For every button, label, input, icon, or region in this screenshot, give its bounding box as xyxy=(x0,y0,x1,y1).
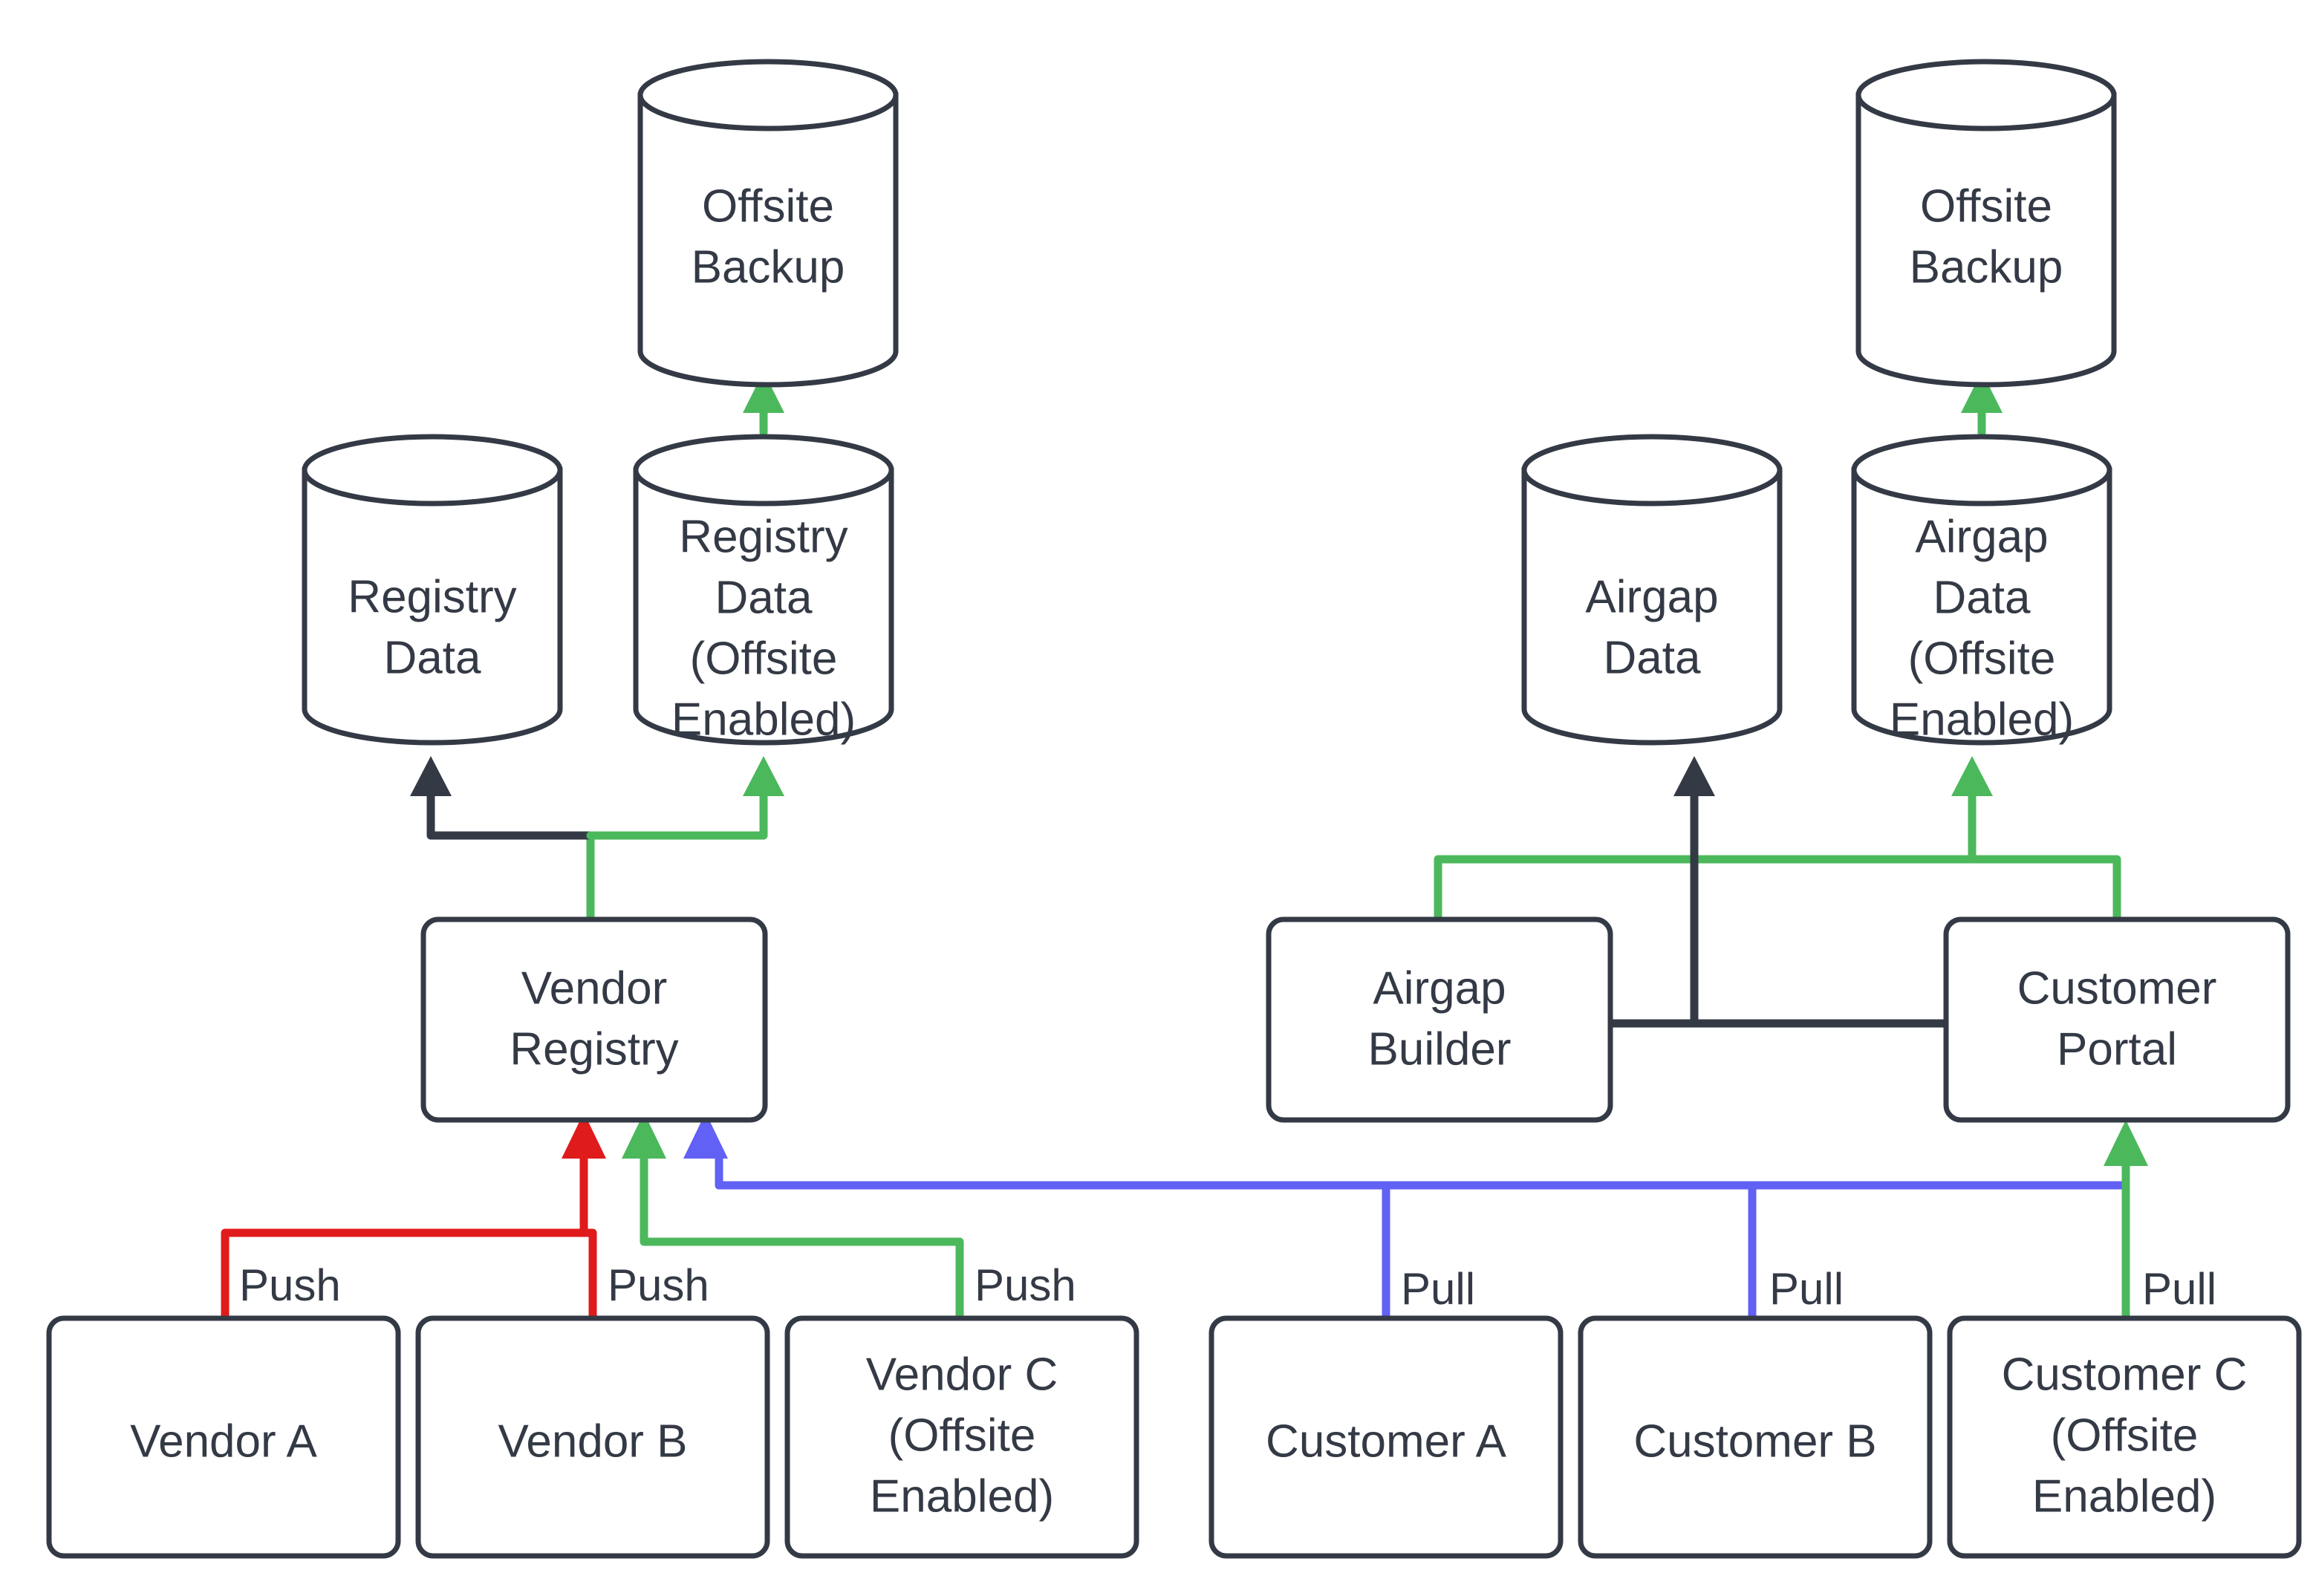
node-label: (Offsite xyxy=(1908,633,2056,684)
node-vendor-a[interactable]: Vendor A xyxy=(46,1315,401,1559)
node-vendor-c[interactable]: Vendor C (Offsite Enabled) xyxy=(784,1315,1139,1559)
node-label: Registry xyxy=(679,511,848,562)
edge-label-text: Push xyxy=(239,1260,341,1310)
edge-registry-data-offsite-to-offsite-backup xyxy=(743,371,784,437)
node-label: Registry xyxy=(510,1023,678,1075)
edge-customer-portal-to-airgap-data xyxy=(1606,756,1951,1028)
node-vendor-b[interactable]: Vendor B xyxy=(415,1315,770,1559)
node-airgap-builder[interactable]: Airgap Builder xyxy=(1266,916,1613,1123)
node-label: Enabled) xyxy=(870,1470,1054,1522)
node-label: Backup xyxy=(692,241,845,293)
node-airgap-data[interactable]: Airgap Data xyxy=(1521,434,1783,746)
node-label: Data xyxy=(715,572,813,623)
node-label: Customer B xyxy=(1633,1416,1876,1467)
node-label: Offsite xyxy=(1920,180,2052,232)
edge-label-text: Push xyxy=(608,1260,709,1310)
node-label: Enabled) xyxy=(1890,694,2074,745)
node-label: Customer A xyxy=(1266,1416,1507,1467)
node-label: (Offsite xyxy=(2051,1410,2199,1461)
node-label: (Offsite xyxy=(888,1410,1036,1461)
node-label: Offsite xyxy=(702,180,834,232)
node-offsite-backup-right[interactable]: Offsite Backup xyxy=(1855,59,2117,388)
node-label: Customer C xyxy=(2002,1349,2248,1400)
edge-airgap-data-offsite-to-offsite-backup xyxy=(1961,371,2003,437)
edge-vendor-registry-to-registry-data-offsite xyxy=(586,756,784,840)
node-customer-a[interactable]: Customer A xyxy=(1208,1315,1564,1559)
edge-vendor-b-to-vendor-registry xyxy=(579,1228,597,1323)
node-label: Airgap xyxy=(1915,511,2048,562)
edge-vendor-registry-to-registry-data xyxy=(410,756,595,924)
edge-label-push-b: Push xyxy=(608,1260,709,1310)
edge-label-text: Pull xyxy=(1769,1264,1844,1314)
node-offsite-backup-left[interactable]: Offsite Backup xyxy=(637,59,899,388)
node-label: Data xyxy=(384,632,481,683)
edge-customer-portal-to-airgap-data-offsite xyxy=(1968,855,2121,924)
edge-label-pull-a: Pull xyxy=(1401,1264,1475,1314)
node-label: (Offsite xyxy=(690,633,838,684)
node-label: Data xyxy=(1933,572,2031,623)
node-label: Vendor A xyxy=(130,1416,317,1467)
node-label: Enabled) xyxy=(671,694,856,745)
node-registry-data-offsite[interactable]: Registry Data (Offsite Enabled) xyxy=(633,434,894,746)
node-customer-c[interactable]: Customer C (Offsite Enabled) xyxy=(1947,1315,2302,1559)
node-customer-portal[interactable]: Customer Portal xyxy=(1943,916,2291,1123)
edge-label-push-c: Push xyxy=(975,1260,1076,1310)
node-label: Vendor B xyxy=(498,1416,687,1467)
edge-customer-b-to-vendor-registry xyxy=(715,1181,2130,1323)
node-label: Airgap xyxy=(1373,963,1506,1014)
node-customer-b[interactable]: Customer B xyxy=(1578,1315,1933,1559)
node-label: Builder xyxy=(1368,1023,1512,1075)
edge-label-pull-b: Pull xyxy=(1769,1264,1844,1314)
node-label: Registry xyxy=(348,571,516,622)
node-vendor-registry[interactable]: Vendor Registry xyxy=(420,916,768,1123)
edge-label-pull-c: Pull xyxy=(2142,1264,2216,1314)
node-label: Enabled) xyxy=(2032,1470,2216,1522)
node-label: Backup xyxy=(1910,241,2063,293)
edge-label-text: Pull xyxy=(2142,1264,2216,1314)
edge-customer-c-to-customer-portal xyxy=(2104,1120,2148,1323)
edge-airgap-builder-to-airgap-data-offsite xyxy=(1434,756,1993,924)
node-label: Portal xyxy=(2057,1023,2177,1075)
node-airgap-data-offsite[interactable]: Airgap Data (Offsite Enabled) xyxy=(1851,434,2112,746)
node-label: Vendor xyxy=(521,963,668,1014)
node-label: Vendor C xyxy=(866,1349,1058,1400)
edge-vendor-a-to-vendor-registry xyxy=(221,1113,606,1323)
edge-label-push-a: Push xyxy=(239,1260,341,1310)
edge-label-text: Pull xyxy=(1401,1264,1475,1314)
node-label: Airgap xyxy=(1585,571,1718,622)
edge-label-text: Push xyxy=(975,1260,1076,1310)
edge-vendor-c-to-vendor-registry xyxy=(622,1113,964,1323)
node-registry-data[interactable]: Registry Data xyxy=(302,434,563,746)
node-label: Customer xyxy=(2017,963,2217,1014)
node-label: Data xyxy=(1604,632,1701,683)
